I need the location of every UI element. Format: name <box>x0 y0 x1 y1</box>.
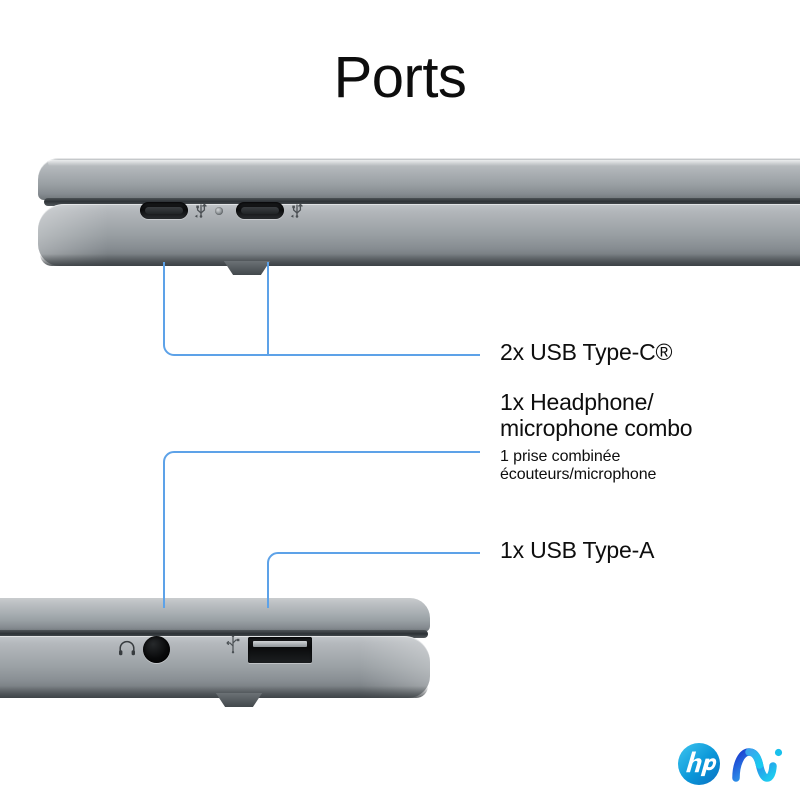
superspeed-usb-icon <box>290 203 303 218</box>
superspeed-usb-icon <box>226 634 240 654</box>
label-usb-type-c: 2x USB Type-C® <box>500 339 673 365</box>
brand-logo-group <box>676 742 784 786</box>
label-headphone-line-1: 1x Headphone/ <box>500 389 654 415</box>
label-headphone-combo: 1x Headphone/ microphone combo 1 prise c… <box>500 389 693 486</box>
laptop-lid <box>0 598 430 632</box>
laptop-lid <box>38 158 800 200</box>
label-headphone-line-2: microphone combo <box>500 414 693 441</box>
headphone-microphone-combo-jack <box>143 636 170 663</box>
label-usb-type-a: 1x USB Type-A <box>500 537 655 563</box>
headset-icon <box>119 640 135 656</box>
label-headphone-sub: 1 prise combinée écouteurs/microphone <box>500 448 692 486</box>
label-headphone-sub-line-1: 1 prise combinée <box>500 447 621 465</box>
ai-logo <box>732 748 783 782</box>
superspeed-usb-icon <box>194 203 207 218</box>
page-title: Ports <box>333 45 467 110</box>
laptop-seam <box>44 198 800 206</box>
label-headphone-sub-line-2: écouteurs/microphone <box>500 466 657 484</box>
leader-usb-c-left <box>163 262 480 356</box>
top-laptop-image <box>38 158 800 275</box>
usb-c-port-2 <box>236 202 284 219</box>
leader-usb-a <box>267 552 480 608</box>
power-led-icon <box>215 207 223 215</box>
usb-a-port <box>248 637 312 663</box>
laptop-foot-shadow <box>0 686 428 698</box>
bottom-laptop-image <box>0 598 430 707</box>
leader-headphone <box>163 451 480 608</box>
hinge-nub <box>215 693 263 707</box>
hinge-nub <box>223 261 271 275</box>
hp-logo <box>678 743 720 785</box>
laptop-seam <box>0 630 428 638</box>
usb-c-port-1 <box>140 202 188 219</box>
